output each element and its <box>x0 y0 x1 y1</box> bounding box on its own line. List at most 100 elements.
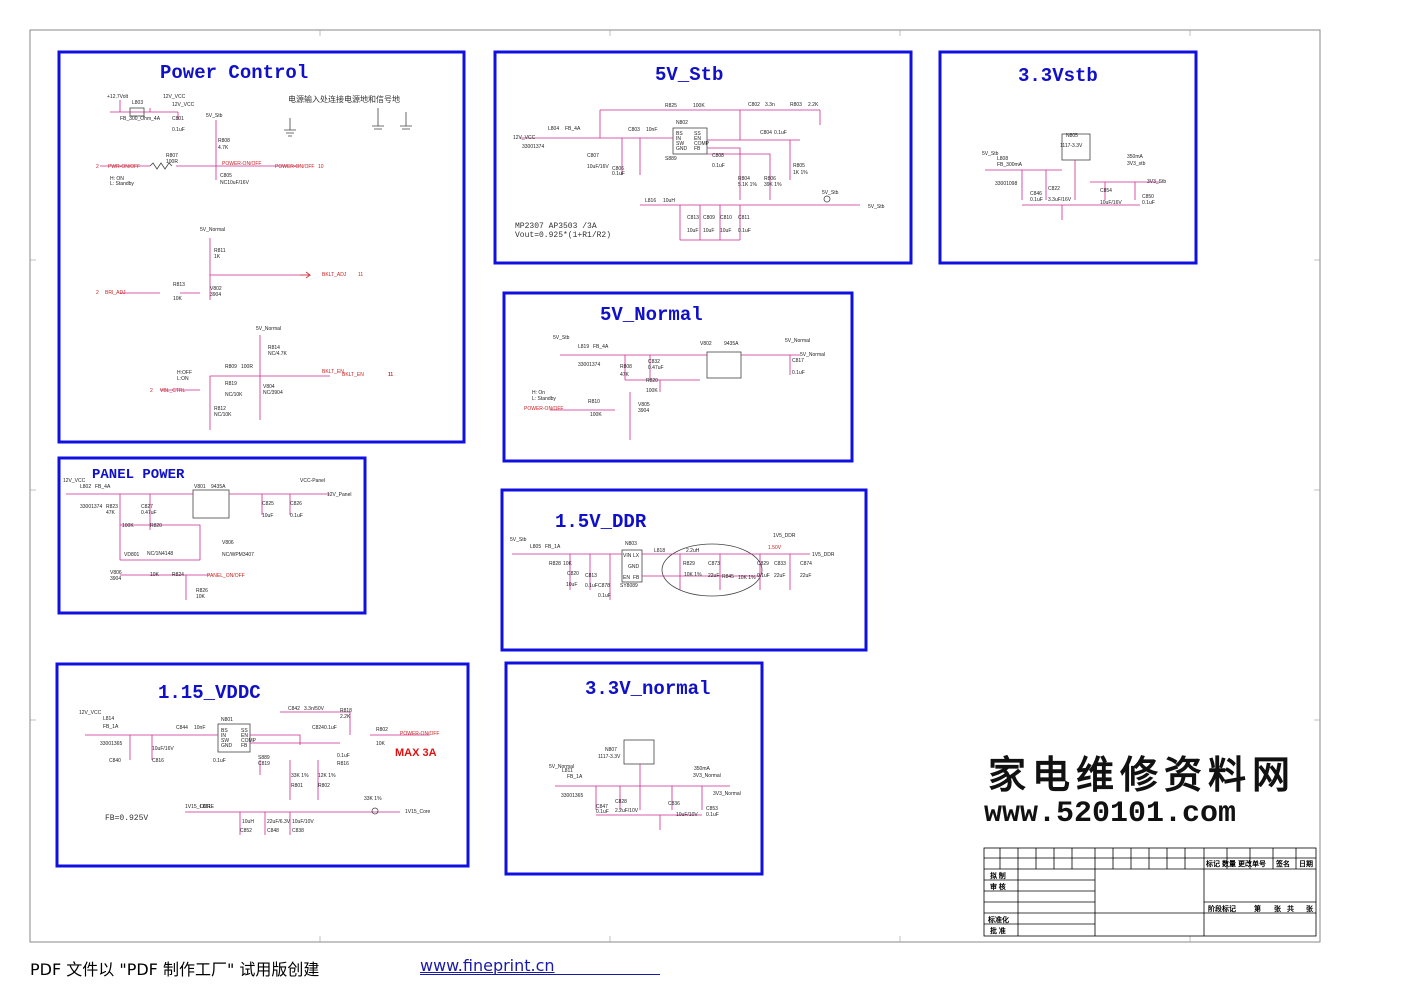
component-label: C816 <box>152 758 164 764</box>
component-label: POWER-ON/OFF <box>524 406 563 412</box>
component-label: SW <box>221 738 229 744</box>
component-label: 0.1uF <box>598 593 611 599</box>
component-label: C801 <box>172 116 184 122</box>
component-label: C847 <box>596 804 608 810</box>
component-label: 2.2K <box>808 102 819 108</box>
component-label: C874 <box>800 561 812 567</box>
ic-n801 <box>217 723 251 753</box>
component-label: C850 <box>1142 194 1154 200</box>
pdf-footer-link[interactable]: www.fineprint.cn <box>420 956 555 975</box>
component-label: VD801 <box>124 552 140 558</box>
component-label: POWER-ON/OFF <box>222 161 261 167</box>
section-title: 1.5V_DDR <box>555 511 647 533</box>
component-label: COMP <box>694 141 710 147</box>
component-label: 10nF <box>646 127 657 133</box>
component-label: 10uH <box>242 819 254 825</box>
component-label: BS <box>221 728 228 734</box>
tb-sheet-no: 第 <box>1254 904 1261 913</box>
component-label: H:OFF <box>177 370 192 376</box>
component-label: L808 <box>997 156 1008 162</box>
component-label: 1V15_Core <box>405 809 431 815</box>
component-label: N803 <box>625 541 637 547</box>
section-power-control: Power Control 电源输入处连接电源地和信号地 +12.7VoltL8… <box>57 50 466 444</box>
component-label: 5V_Stb <box>868 204 885 210</box>
section-title: PANEL POWER <box>92 467 185 483</box>
component-label: VIN <box>623 553 632 559</box>
component-label: L801 <box>200 804 211 810</box>
component-label: FB_4A <box>593 344 609 350</box>
component-label: C829 <box>757 561 769 567</box>
component-label: C813 <box>585 573 597 579</box>
component-label: BKLT_ADJ <box>322 272 347 278</box>
ic-n803 <box>621 549 643 583</box>
component-label: L803 <box>132 100 143 106</box>
component-label: NC/1N4148 <box>147 551 173 557</box>
component-label: R805 <box>793 163 805 169</box>
component-label: C842 <box>288 706 300 712</box>
component-label: 3V3_Stb <box>1147 179 1166 185</box>
component-label: 10uF/16V <box>1100 200 1122 206</box>
component-label: 12V_VCC <box>163 94 186 100</box>
tb-row-drafted: 拟 制 <box>990 871 1006 880</box>
component-label: S889 <box>665 156 677 162</box>
component-label: C819 <box>258 761 270 767</box>
component-label: 100K <box>122 523 134 529</box>
component-label: C853 <box>706 806 718 812</box>
tb-total: 共 <box>1287 904 1294 913</box>
power-control-labels: +12.7VoltL803FB_300_Ohm_4A12V_VCC12V_VCC… <box>96 94 393 418</box>
component-label: 0.1uF <box>792 370 805 376</box>
component-label: GND <box>628 564 640 570</box>
component-label: FB_1A <box>103 724 119 730</box>
component-label: R813 <box>173 282 185 288</box>
component-label: V802 <box>210 286 222 292</box>
component-label: R845 <box>722 574 734 580</box>
component-label: EN <box>623 575 630 581</box>
section-3v3-stb: 3.3Vstb 5V_StbL808FB_300mA33001098N80511… <box>938 50 1198 265</box>
component-label: C873 <box>708 561 720 567</box>
vout-formula: Vout=0.925*(1+R1/R2) <box>515 231 611 240</box>
component-label: 33001098 <box>995 181 1017 187</box>
component-label: 0.1uF <box>337 753 350 759</box>
component-label: C832 <box>648 359 660 365</box>
component-label: C809 <box>703 215 715 221</box>
component-label: 10K 1% <box>684 572 702 578</box>
max-current-label: MAX 3A <box>395 747 437 759</box>
component-label: COMP <box>241 738 257 744</box>
component-label: V804 <box>263 384 275 390</box>
component-label: L802 <box>80 484 91 490</box>
watermark-url: www.520101.com <box>984 797 1236 831</box>
component-label: C827 <box>141 504 153 510</box>
component-label: 5V_Normal <box>785 338 810 344</box>
section-title: 5V_Normal <box>600 304 703 326</box>
component-label: N805 <box>1066 133 1078 139</box>
component-label: R809 <box>225 364 237 370</box>
tb-row-standard: 标准化 <box>987 915 1009 924</box>
component-label: IN <box>676 136 681 142</box>
component-label: 5.1K 1% <box>738 182 757 188</box>
component-label: H: ON <box>110 176 124 182</box>
frame-ticks <box>30 30 1320 942</box>
component-label: L819 <box>578 344 589 350</box>
component-label: L811 <box>562 768 573 774</box>
ic-note: MP2307 AP3503 /3A <box>515 222 597 231</box>
component-label: 3904 <box>110 576 121 582</box>
component-label: C807 <box>587 153 599 159</box>
component-label: R825 <box>665 103 677 109</box>
component-label: NC/10K <box>214 412 232 418</box>
component-label: FB_4A <box>95 484 111 490</box>
component-label: 47K <box>106 510 116 516</box>
component-label: 22uF <box>774 573 785 579</box>
component-label: GND <box>676 146 688 152</box>
component-label: FB_4A <box>565 126 581 132</box>
component-label: NC10uF/16V <box>220 180 250 186</box>
tb-header-change: 更改单号 <box>1238 859 1266 868</box>
tb-row-reviewed: 审 核 <box>990 882 1006 891</box>
component-label: SW <box>676 141 684 147</box>
component-label: 5V_Normal <box>256 326 281 332</box>
component-label: LX <box>633 553 640 559</box>
component-label: 0.1uF <box>585 583 598 589</box>
component-label: 33001365 <box>100 741 122 747</box>
component-label: N802 <box>676 120 688 126</box>
